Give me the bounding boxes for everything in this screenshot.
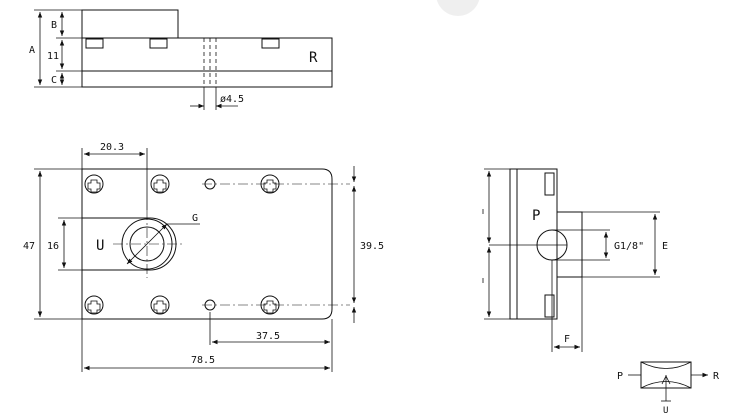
flow-symbol	[628, 361, 708, 402]
screw-top-left-icon	[84, 174, 104, 194]
port-p-icon	[489, 229, 568, 261]
top-view-dimensions	[34, 9, 82, 88]
top-view-upper-block	[81, 9, 179, 39]
background-artifact	[436, 0, 480, 16]
side-view-dimensions	[482, 168, 660, 352]
dim-a-label: A	[29, 45, 35, 56]
top-view-slots	[85, 38, 280, 49]
symbol-curve-top	[640, 361, 692, 369]
front-view: U G 20.3 47 16	[23, 142, 384, 372]
side-view-body	[516, 168, 558, 320]
front-view-body	[81, 168, 333, 320]
mounting-hole-bottom-icon	[202, 299, 350, 345]
screw-bottom-mid-icon	[150, 295, 170, 315]
dim-37-5-label: 37.5	[256, 331, 280, 342]
dim-f-label: F	[564, 334, 570, 345]
dim-e-label: E	[662, 241, 668, 252]
dim-b-label: B	[51, 20, 57, 31]
side-view: P G1/8" E F	[482, 168, 668, 352]
dim-78-5-label: 78.5	[191, 355, 215, 366]
side-view-slot-top	[544, 172, 555, 196]
top-view-body	[81, 37, 333, 72]
dim-39-5-label: 39.5	[360, 241, 384, 252]
side-view-boss	[557, 211, 583, 278]
top-view: ø4.5 R A B 11 C	[29, 9, 333, 110]
front-view-dimensions	[34, 148, 357, 372]
hole-diameter-label: ø4.5	[220, 94, 244, 105]
port-g-label: G	[192, 213, 198, 224]
dim-20-3-label: 20.3	[100, 142, 124, 153]
dim-c-label: C	[51, 75, 57, 86]
port-p-label: P	[532, 208, 540, 224]
symbol-u-label: U	[663, 406, 668, 416]
dim-11-label: 11	[47, 51, 59, 62]
port-u-label: U	[96, 238, 104, 254]
top-view-hole-hidden-lines	[190, 38, 238, 110]
dim-16-label: 16	[47, 241, 59, 252]
symbol-p-label: P	[617, 371, 623, 382]
dim-47-label: 47	[23, 241, 35, 252]
port-u-icon	[113, 210, 200, 278]
screw-top-mid-icon	[150, 174, 170, 194]
screw-bottom-left-icon	[84, 295, 104, 315]
top-view-base	[81, 70, 333, 88]
mounting-hole-top-icon	[202, 178, 350, 190]
port-r-label: R	[309, 50, 318, 66]
side-view-slot-bottom	[544, 294, 555, 318]
side-view-plate	[509, 168, 518, 320]
thread-label: G1/8"	[614, 241, 644, 252]
symbol-r-label: R	[713, 371, 720, 382]
